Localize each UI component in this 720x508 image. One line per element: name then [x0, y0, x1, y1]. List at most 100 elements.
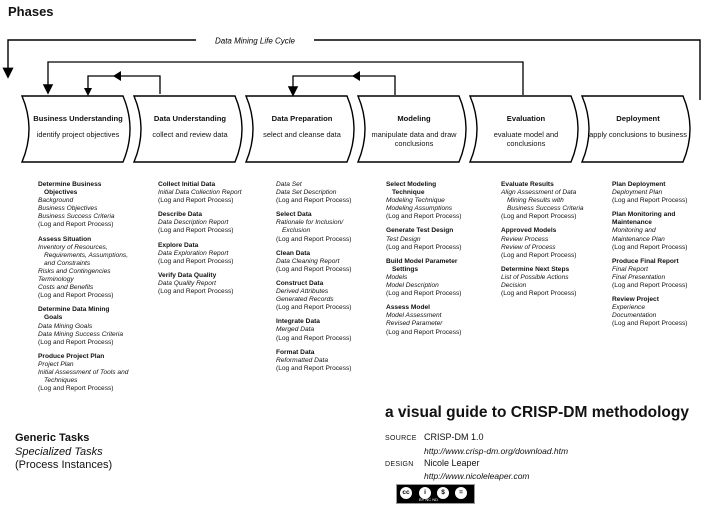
specialized-task: Modeling Technique [386, 197, 445, 205]
chevron-data-understanding [132, 95, 243, 163]
specialized-task: Review of Process [501, 243, 556, 251]
specialized-task: Final Presentation [612, 273, 666, 281]
specialized-task: Exclusion [282, 227, 311, 235]
chevron-data-preparation [244, 95, 355, 163]
design-url[interactable]: http://www.nicoleleaper.com [424, 471, 530, 481]
specialized-task: Align Assessment of Data [501, 189, 577, 197]
generic-task: Assess Situation [38, 235, 92, 243]
process-instance: (Log and Report Process) [276, 304, 352, 312]
generic-task: Format Data [276, 348, 315, 356]
process-instance: (Log and Report Process) [612, 282, 688, 290]
generic-task: Produce Project Plan [38, 352, 105, 360]
specialized-task: Modeling Assumptions [386, 205, 453, 213]
generic-task: Collect Initial Data [158, 181, 216, 188]
specialized-task: Data Set Description [276, 189, 337, 197]
generic-task: Integrate Data [276, 318, 320, 326]
arrow-head-du-to-bu [113, 71, 121, 81]
specialized-task: and Constraints [44, 259, 91, 267]
generic-task: Objectives [44, 189, 78, 197]
process-instance: (Log and Report Process) [386, 213, 462, 221]
cc-icon: cc [400, 487, 412, 499]
source-value: CRISP-DM 1.0 [424, 432, 484, 442]
generic-task: Build Model Parameter [386, 257, 458, 265]
generic-task: Plan Deployment [612, 181, 666, 188]
process-instance: (Log and Report Process) [612, 320, 688, 328]
feedback-arrow-evaluation [42, 61, 524, 95]
lifecycle-loop-arrow [2, 39, 701, 100]
specialized-task: Background [38, 197, 74, 205]
chevron-deployment [580, 95, 691, 163]
guide-title: a visual guide to CRISP-DM methodology [385, 404, 689, 421]
source-url[interactable]: http://www.crisp-dm.org/download.htm [424, 446, 569, 456]
specialized-task: Terminology [38, 276, 74, 284]
arrow-head-bu-down [84, 88, 92, 96]
process-instance: (Log and Report Process) [158, 197, 234, 205]
phase-title: Evaluation [506, 114, 546, 123]
phase-title: Data Understanding [153, 114, 227, 123]
legend-specialized-tasks: Specialized Tasks [15, 445, 103, 458]
specialized-task: List of Possible Actions [501, 273, 569, 281]
generic-task: Explore Data [158, 241, 199, 249]
generic-task: Determine Next Steps [501, 265, 570, 273]
specialized-task: Maintenance Plan [612, 235, 665, 243]
process-instance: (Log and Report Process) [38, 385, 114, 393]
specialized-task: Initial Assessment of Tools and [38, 368, 129, 376]
specialized-task: Documentation [612, 312, 657, 320]
specialized-task: Data Mining Goals [38, 322, 93, 330]
process-instance: (Log and Report Process) [38, 292, 114, 300]
process-instance: (Log and Report Process) [158, 257, 234, 265]
process-instance: (Log and Report Process) [276, 364, 352, 372]
phase-title: Deployment [616, 114, 660, 123]
specialized-task: Deployment Plan [612, 189, 663, 197]
generic-task: Clean Data [276, 249, 311, 257]
legend-process-instances: (Process Instances) [15, 459, 113, 471]
process-instance: (Log and Report Process) [38, 338, 114, 346]
noncommercial-icon: $ [437, 487, 449, 499]
specialized-task: Reformatted Data [276, 356, 329, 364]
specialized-task: Requirements, Assumptions, [44, 251, 129, 259]
specialized-task: Revised Parameter [386, 320, 443, 328]
cycle-label: Data Mining Life Cycle [215, 37, 296, 46]
noderivs-icon: = [455, 487, 467, 499]
generic-task: Produce Final Report [612, 257, 679, 265]
creative-commons-badge[interactable]: cc i $ = BY NC ND [396, 484, 475, 504]
generic-task: Select Modeling [386, 181, 437, 188]
specialized-task: Rationale for Inclusion/ [276, 219, 344, 227]
lifecycle-diagram: Data Mining Life Cycle [2, 34, 701, 163]
arrow-head-prep-to-model [352, 71, 360, 81]
specialized-task: Final Report [612, 265, 648, 273]
feedback-arrow-data-understanding [87, 75, 161, 94]
process-instance: (Log and Report Process) [158, 288, 234, 296]
generic-task: Maintenance [612, 219, 652, 227]
process-instance: (Log and Report Process) [501, 213, 577, 221]
process-instance: (Log and Report Process) [386, 243, 462, 251]
process-instance: (Log and Report Process) [501, 251, 577, 259]
specialized-task: Data Quality Report [158, 279, 216, 287]
cc-license-labels: BY NC ND [419, 497, 439, 502]
specialized-task: Review Process [501, 235, 549, 243]
process-instance: (Log and Report Process) [158, 227, 234, 235]
process-instance: (Log and Report Process) [612, 243, 688, 251]
phase-description: apply conclusions to business [589, 130, 687, 139]
